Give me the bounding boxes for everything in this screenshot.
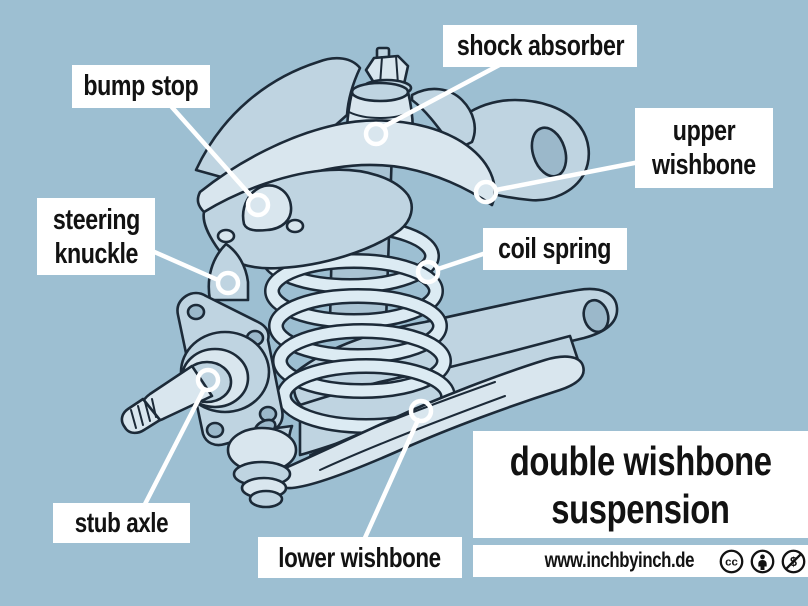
credit-bar: www.inchbyinch.de cc $ [473,545,808,577]
label-steering-knuckle-line2: knuckle [54,237,138,270]
label-shock-absorber-text: shock absorber [456,29,624,62]
leader-ring-bump-stop [245,192,271,218]
label-steering-knuckle: steering knuckle [37,198,155,275]
label-lower-wishbone: lower wishbone [258,537,462,578]
attribution-icon [750,549,775,573]
label-upper-wishbone-line1: upper [672,115,736,147]
leader-lines [140,59,653,543]
leader-ring-shock-absorber [363,121,389,147]
diagram-title-line1: double wishbone [509,437,772,484]
leader-steering-knuckle [147,247,221,283]
diagram-title: double wishbone suspension [473,431,808,538]
leader-stub-axle [140,386,207,511]
label-lower-wishbone-text: lower wishbone [278,541,442,573]
label-coil-spring-text: coil spring [498,232,612,265]
non-commercial-icon: $ [781,549,806,573]
svg-text:cc: cc [725,556,738,568]
label-stub-axle-text: stub axle [74,507,169,538]
leader-shock-absorber [380,59,508,130]
stub-axle-drawing [120,364,214,435]
label-bump-stop-text: bump stop [83,70,199,102]
leader-ring-stub-axle [195,367,221,393]
lower-wishbone-front-drawing [272,355,585,490]
leader-bump-stop [167,102,254,199]
leader-upper-wishbone [493,157,653,193]
cc-icon: cc [719,549,744,573]
label-stub-axle: stub axle [53,503,190,543]
label-coil-spring: coil spring [483,228,627,270]
label-steering-knuckle-line1: steering [52,203,140,236]
leader-ring-lower-wishbone [408,398,434,424]
label-upper-wishbone-line2: wishbone [652,149,756,181]
leader-ring-steering-knuckle [215,270,241,296]
leader-ring-upper-wishbone [473,179,499,205]
ball-joint-drawing [226,418,298,509]
leader-ring-coil-spring [415,259,441,285]
label-shock-absorber: shock absorber [443,25,637,67]
leader-lower-wishbone [361,417,421,543]
diagram-title-line2: suspension [551,485,730,532]
label-bump-stop: bump stop [72,65,210,108]
label-upper-wishbone: upper wishbone [635,108,773,188]
website-text: www.inchbyinch.de [544,549,695,572]
